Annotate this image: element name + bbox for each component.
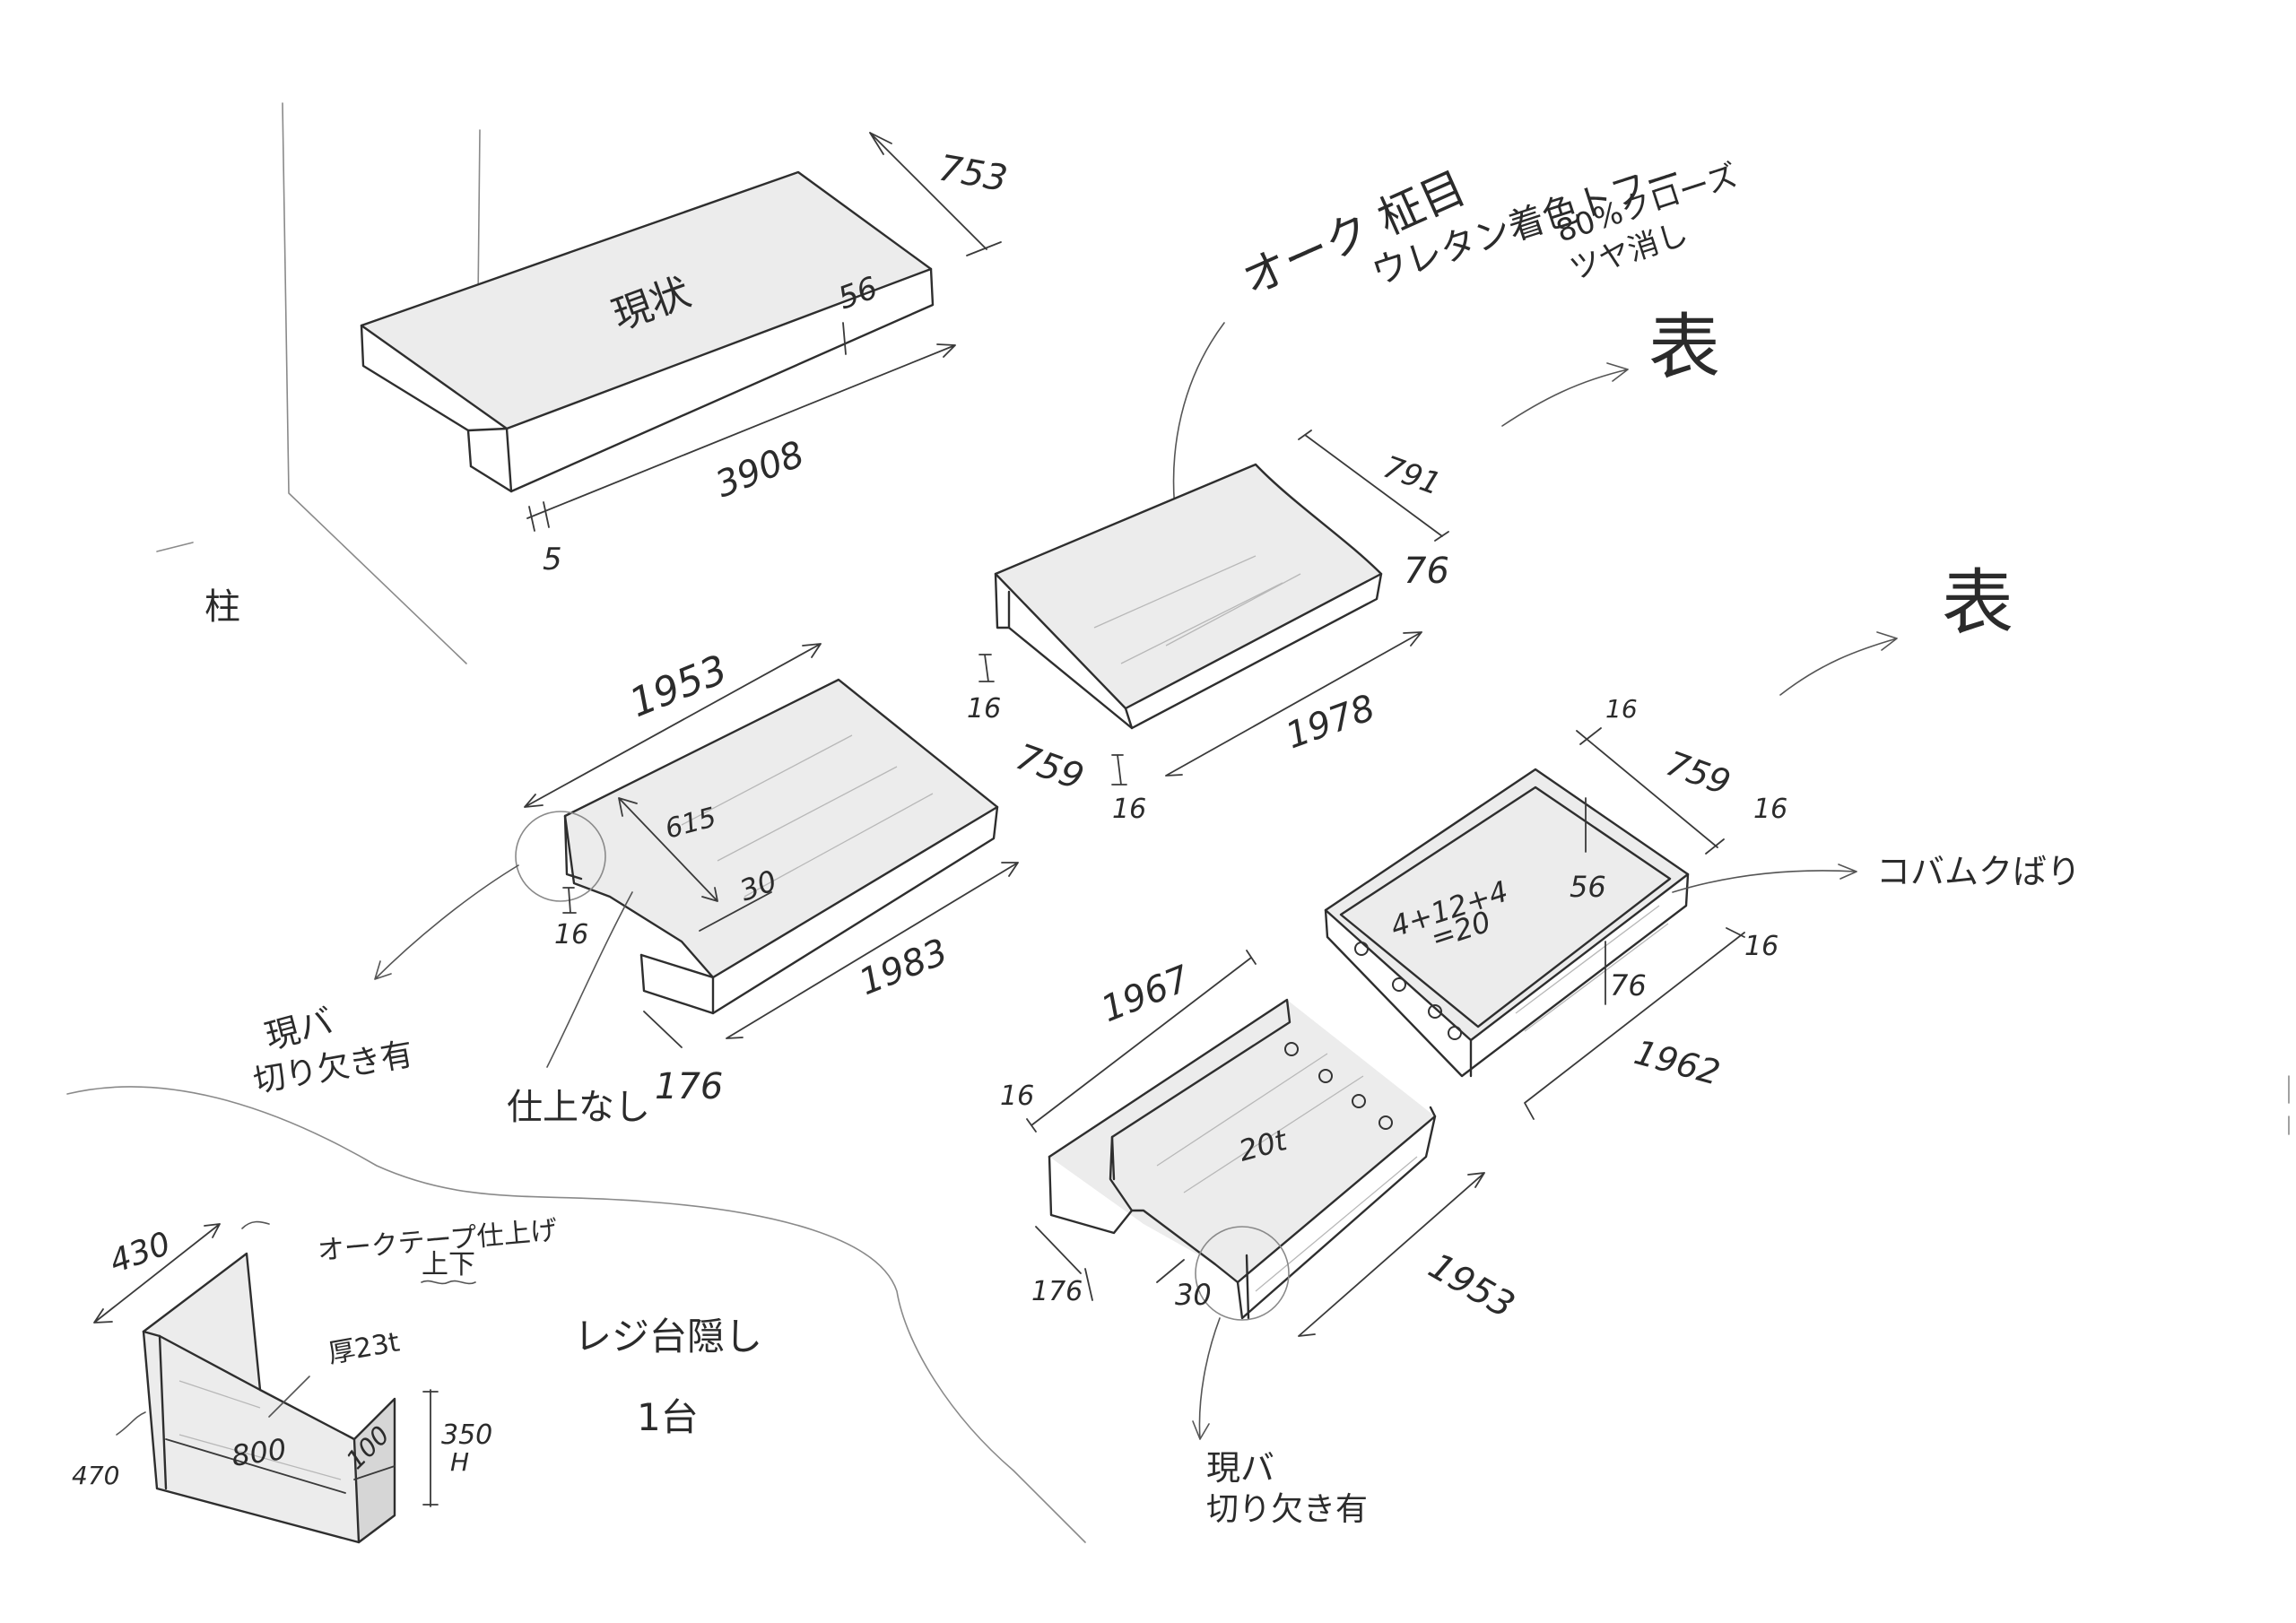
right-side-end-dim: 16 [1744, 931, 1779, 962]
top-side-1-dim: 16 [967, 693, 1001, 725]
register-left-height-dim: 470 [72, 1461, 119, 1490]
edge-callout: コバムクばり [1876, 852, 2081, 891]
notch-callout-1-line1: 現バ [261, 1002, 337, 1057]
register-height-1-dim: 350 [441, 1419, 492, 1451]
top-depth-2-dim: 759 [1011, 736, 1089, 798]
left-height-dim: 176 [655, 1066, 723, 1107]
register-title: レジ台隠し [574, 1315, 762, 1358]
register-width-dim: 430 [105, 1225, 176, 1280]
right-side-top-dim: 16 [1605, 694, 1638, 724]
bottom-notch-dim: 30 [1175, 1278, 1212, 1312]
bottom-side-dim: 16 [1000, 1081, 1034, 1112]
notch-callout-2-line2: 切り欠き有 [1206, 1491, 1368, 1528]
left-board-drawing [563, 678, 999, 1015]
bottom-length-dim: 1953 [1422, 1245, 1521, 1327]
current-top-drawing [360, 170, 935, 493]
bottom-length-top-dim: 1967 [1096, 958, 1196, 1030]
top-board-drawing [994, 463, 1383, 730]
top-board-dimensions [978, 430, 1449, 785]
unfinished-callout: 仕上なし [507, 1087, 650, 1128]
column-label: 柱 [204, 586, 240, 628]
current-depth-dim: 753 [935, 148, 1010, 201]
current-gap-dim: 5 [543, 542, 562, 577]
right-length-dim: 1962 [1631, 1032, 1725, 1093]
register-count: 1台 [637, 1395, 699, 1439]
right-height-dim: 76 [1610, 968, 1647, 1002]
notch-circle-bottom [1195, 1226, 1290, 1321]
oak-callout-leader [1172, 322, 1629, 525]
left-board-dimensions [524, 643, 1019, 1048]
top-height-dim: 76 [1404, 551, 1449, 592]
left-callout-leaders [374, 864, 633, 1068]
bottom-board-drawing [1048, 998, 1437, 1320]
right-depth-dim: 759 [1661, 743, 1735, 803]
front-label-1: 表 [1648, 306, 1720, 389]
current-dimensions [526, 132, 1002, 532]
bottom-board-dimensions [1026, 950, 1485, 1440]
top-side-2-dim: 16 [1112, 794, 1146, 825]
right-inner-dim: 56 [1570, 870, 1606, 904]
right-tray-drawing [1324, 768, 1690, 1078]
bottom-height-dim: 176 [1031, 1276, 1083, 1307]
left-length-dim: 1983 [854, 931, 954, 1003]
register-cover-dimensions [93, 1220, 476, 1507]
register-thickness: 厚23t [326, 1326, 402, 1369]
current-length-dim: 3908 [710, 433, 811, 506]
right-tray-dimensions [1524, 631, 1898, 1120]
register-cover-drawing [142, 1252, 396, 1544]
notch-circle-left [515, 811, 606, 902]
right-tray-holes [1354, 942, 1462, 1040]
notch-callout-2-line1: 現バ [1206, 1448, 1274, 1488]
register-oak-tape-line2: 上下 [422, 1249, 475, 1280]
top-depth-dim: 791 [1378, 449, 1446, 503]
left-side-dim: 16 [554, 919, 588, 950]
top-length-dim: 1978 [1281, 687, 1380, 757]
register-height-2-dim: H [450, 1447, 469, 1477]
register-length-dim: 800 [230, 1432, 289, 1473]
front-label-2: 表 [1942, 561, 2013, 645]
left-length-top-dim: 1953 [623, 647, 734, 726]
bottom-board-holes [1284, 1042, 1393, 1130]
right-side-dim: 16 [1753, 794, 1787, 825]
